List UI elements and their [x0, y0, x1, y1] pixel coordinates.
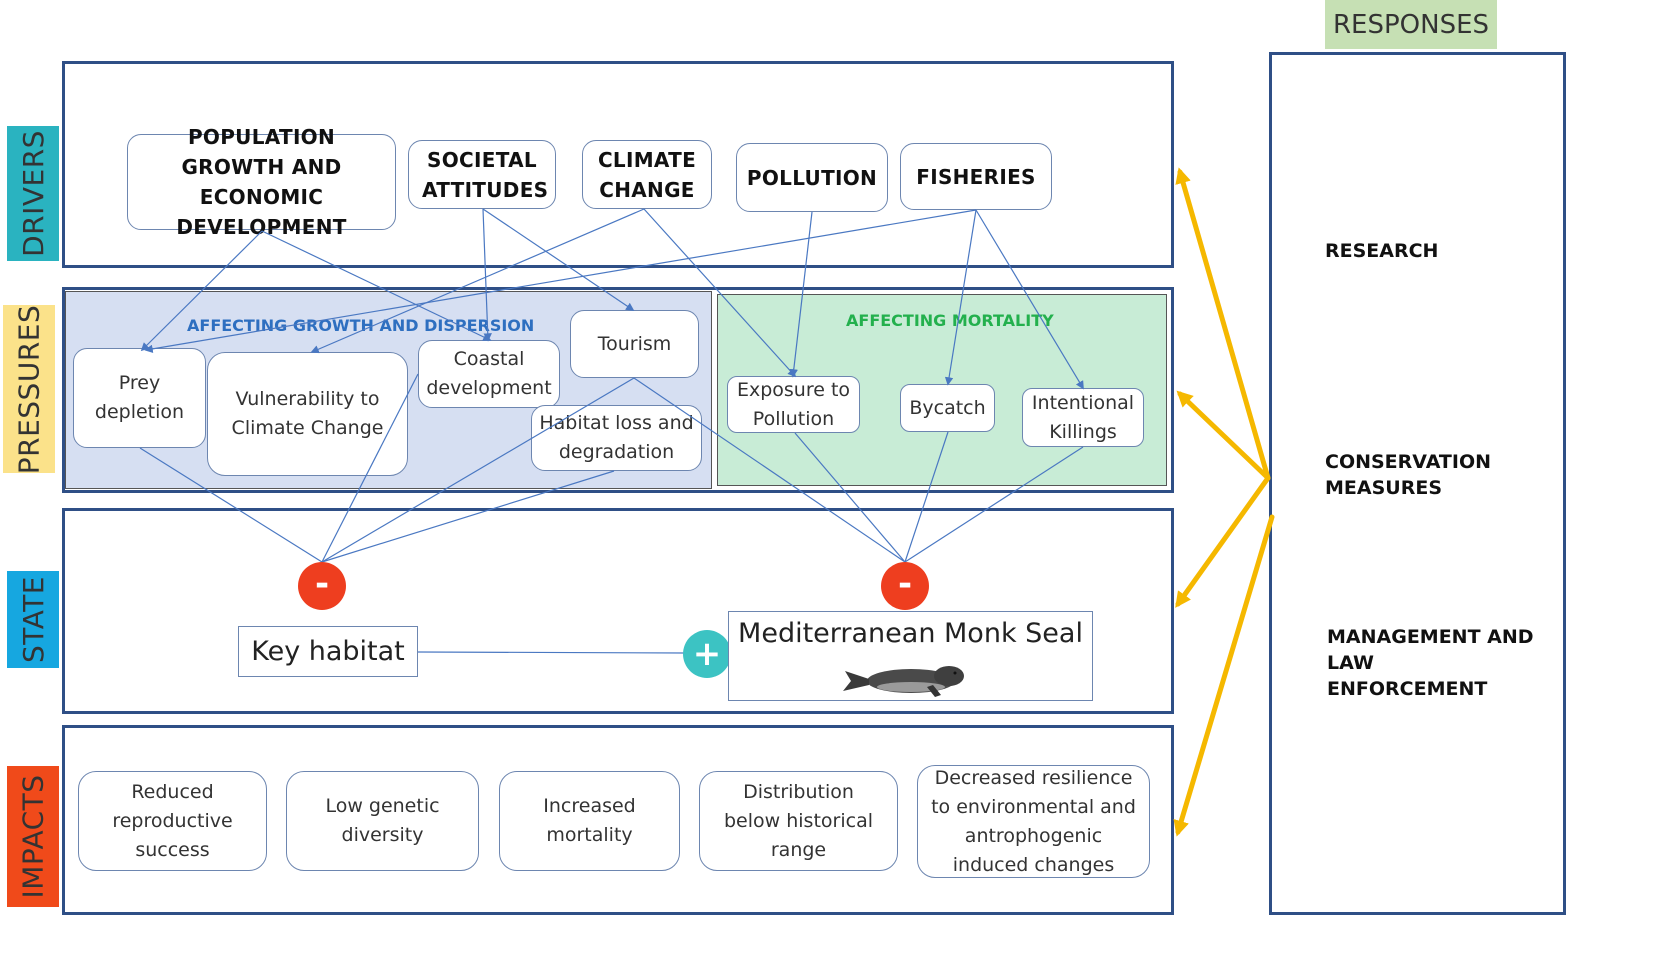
key-habitat-box: Key habitat — [238, 626, 418, 677]
response-management-law-enforcement: MANAGEMENT AND LAW ENFORCEMENT — [1327, 626, 1534, 700]
link-fisheries-bycatch — [944, 209, 977, 386]
link-habitat-loss-habitat — [321, 470, 615, 563]
state-label: STATE — [7, 571, 59, 668]
link-climate-vulnerability — [310, 208, 645, 354]
plus-icon: + — [683, 630, 731, 678]
seal-icon — [843, 666, 964, 697]
minus-icon: - — [298, 562, 346, 610]
driver-societal-attitudes: SOCIETAL ATTITUDES — [408, 140, 556, 209]
link-societal-tourism — [482, 208, 635, 311]
response-arrow-impacts — [1173, 514, 1275, 837]
impact-decreased-resilience: Decreased resilience to environmental an… — [917, 765, 1150, 878]
driver-pollution: POLLUTION — [736, 143, 888, 212]
monk-seal-box: Mediterranean Monk Seal — [728, 611, 1093, 701]
link-pollution-exposure — [789, 211, 813, 378]
link-tourism-seal — [633, 377, 906, 563]
pressures-label: PRESSURES — [3, 304, 55, 474]
response-research: RESEARCH — [1325, 240, 1439, 262]
monk-seal-title: Mediterranean Monk Seal — [738, 618, 1083, 649]
link-fisheries-killings — [975, 209, 1084, 390]
impact-increased-mortality: Increased mortality — [499, 771, 680, 871]
link-societal-coastal — [482, 208, 492, 342]
impact-low-genetic-diversity: Low genetic diversity — [286, 771, 479, 871]
impacts-label: IMPACTS — [7, 766, 59, 907]
impact-reduced-reproductive-success: Reduced reproductive success — [78, 771, 267, 871]
link-prey-habitat — [139, 447, 323, 563]
link-killings-seal — [904, 446, 1084, 563]
response-arrow-drivers — [1175, 167, 1271, 481]
pressure-habitat-loss: Habitat loss and degradation — [531, 405, 702, 471]
link-fisheries-prey — [144, 209, 977, 354]
minus-icon: - — [881, 562, 929, 610]
drivers-label: DRIVERS — [7, 126, 59, 261]
driver-population-growth: POPULATION GROWTH AND ECONOMIC DEVELOPME… — [127, 125, 396, 239]
pressure-tourism: Tourism — [570, 310, 699, 378]
pressure-bycatch: Bycatch — [900, 384, 995, 432]
mortality-group-title: AFFECTING MORTALITY — [846, 311, 1054, 330]
link-coastal-habitat — [321, 373, 419, 563]
pressure-intentional-killings: Intentional Killings — [1022, 388, 1144, 447]
link-tourism-habitat — [321, 377, 635, 563]
link-habitat-seal — [417, 651, 686, 654]
pressure-coastal-development: Coastal development — [418, 340, 560, 408]
responses-label-text: RESPONSES — [1332, 9, 1490, 40]
response-arrow-pressures — [1176, 390, 1271, 481]
growth-group-title: AFFECTING GROWTH AND DISPERSION — [187, 316, 535, 335]
impact-distribution-below-range: Distribution below historical range — [699, 771, 898, 871]
link-bycatch-seal — [904, 431, 949, 563]
link-climate-exposure — [643, 208, 797, 378]
link-population-prey — [140, 230, 263, 352]
driver-fisheries: FISHERIES — [900, 143, 1052, 210]
response-arrow-state — [1175, 475, 1271, 608]
pressure-vulnerability-climate: Vulnerability to Climate Change — [207, 352, 408, 476]
link-population-coastal — [261, 230, 492, 341]
pressure-prey-depletion: Prey depletion — [73, 348, 206, 448]
key-habitat-text: Key habitat — [251, 636, 405, 667]
driver-climate-change: CLIMATE CHANGE — [582, 140, 712, 209]
response-conservation-measures: CONSERVATION MEASURES — [1325, 451, 1492, 499]
responses-label: RESPONSES — [1325, 0, 1497, 49]
pressure-exposure-pollution: Exposure to Pollution — [727, 376, 860, 433]
link-exposure-seal — [794, 432, 906, 563]
responses-panel — [1269, 52, 1566, 915]
